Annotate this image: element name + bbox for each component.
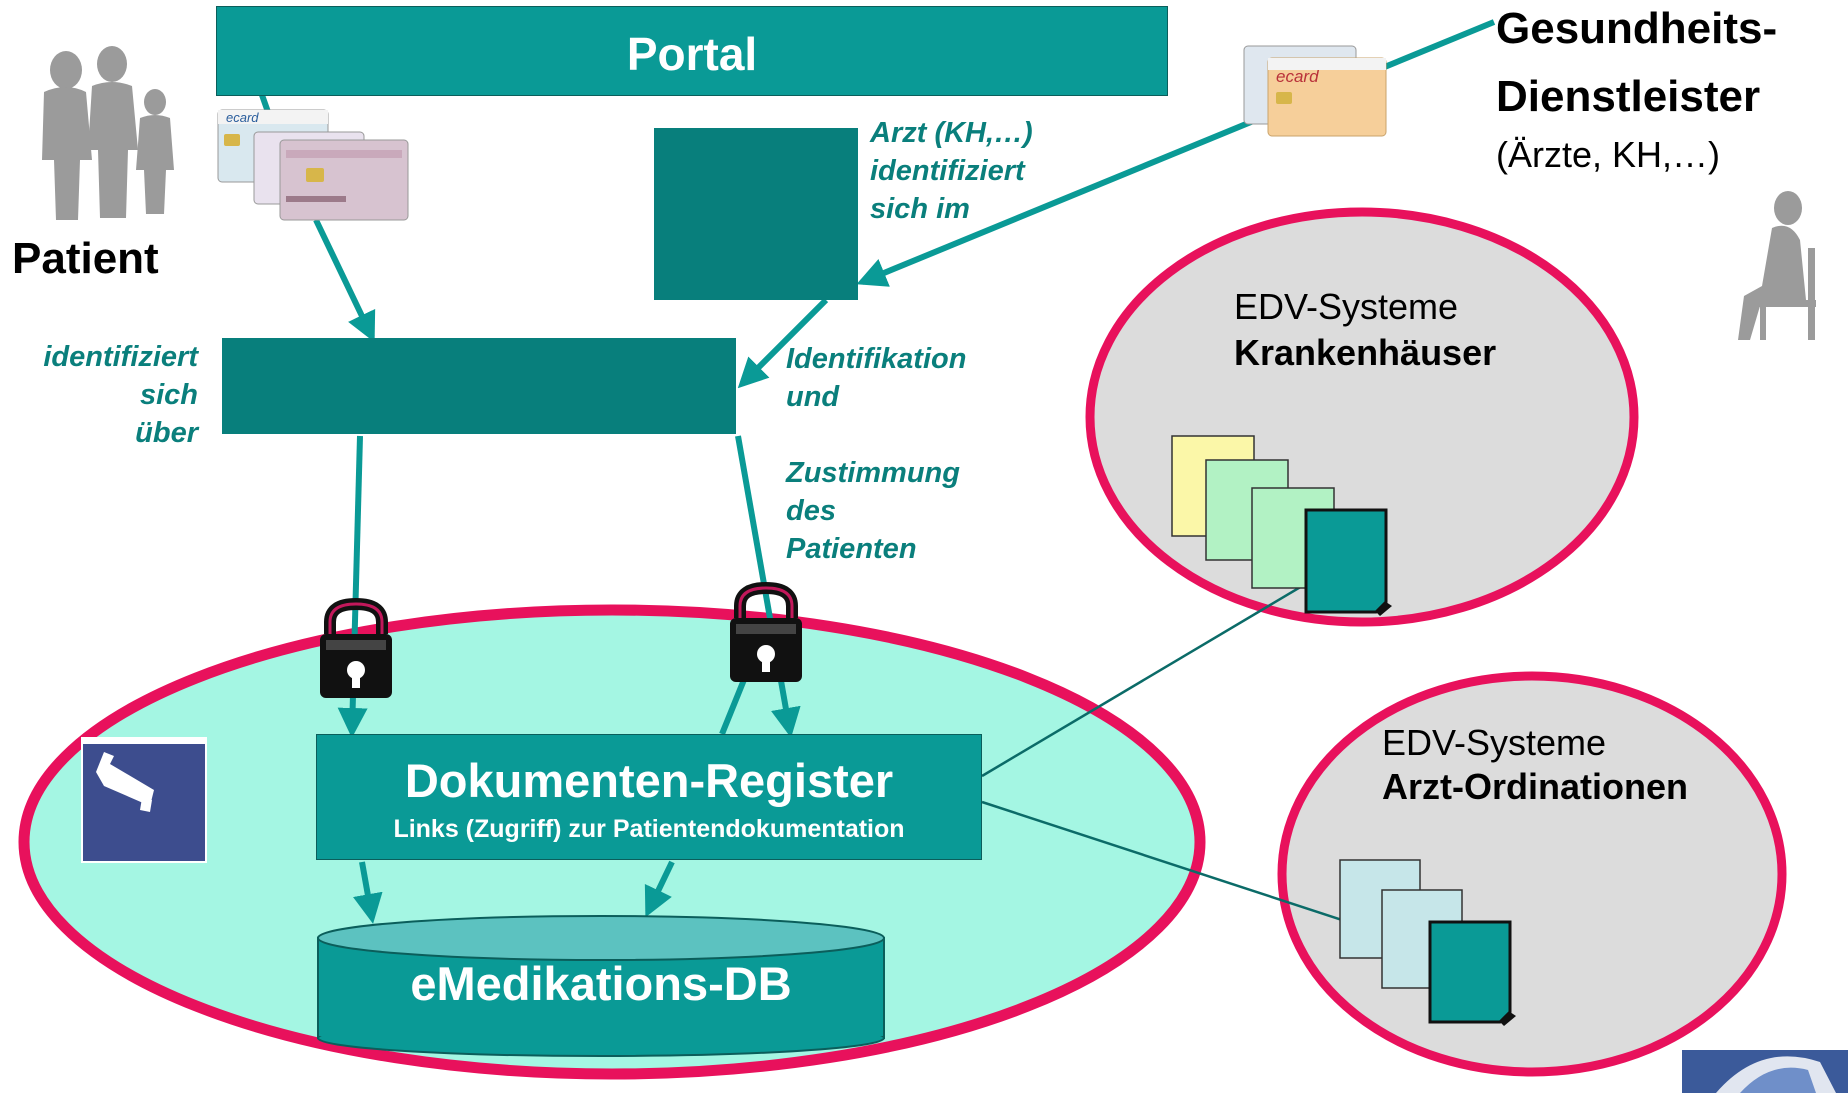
provider-title-line2: Dienstleister [1496, 72, 1761, 121]
family-silhouette-icon [42, 46, 174, 220]
consent-line5: Patienten [786, 533, 917, 565]
svg-text:ecard: ecard [226, 110, 259, 125]
registry-to-db-left-arrow [353, 861, 383, 924]
patient-identification-line2: sich [139, 379, 198, 411]
practice-document-stack [1339, 859, 1463, 989]
ecard-icon: ecard [217, 109, 409, 221]
consent-line3: Zustimmung [786, 457, 960, 489]
doctor-to-consent-arrow [737, 297, 829, 389]
ecard-to-patient-gateway-arrow [313, 218, 376, 343]
patient-identification-line3: über [135, 417, 198, 449]
lock-icon [730, 581, 802, 682]
provider-subtitle: (Ärzte, KH,…) [1496, 134, 1721, 175]
lock-icon [320, 597, 392, 698]
database-label: eMedikations-DB [410, 957, 792, 1010]
registry-to-db-right-arrow [644, 860, 675, 918]
patient-gateway-box [222, 338, 736, 434]
logo-icon [1682, 1050, 1848, 1093]
portal-label: Portal [626, 28, 758, 80]
consent-line2: und [786, 381, 840, 413]
seated-person-icon [1738, 191, 1816, 340]
document-icon [1304, 508, 1392, 616]
svg-text:ecard: ecard [1276, 67, 1319, 86]
hospitals-line2: Krankenhäuser [1234, 332, 1497, 373]
ecard-icon: ecard [1243, 45, 1387, 137]
registry-title: Dokumenten-Register [404, 754, 894, 807]
portal-box: Portal [216, 6, 1168, 96]
portal-to-ecard-line [259, 94, 271, 113]
consent-line4: des [786, 495, 836, 527]
link-to-hospital-document [981, 558, 1349, 778]
patient-identification-label: identifiziert sich über [10, 338, 198, 452]
practices-line1: EDV-Systeme [1382, 722, 1607, 763]
consent-line1: Identifikation [786, 343, 967, 375]
registry-subtitle: Links (Zugriff) zur Patientendokumentati… [393, 815, 905, 843]
doctor-identification-line3: sich im [870, 193, 970, 225]
registry-box: Dokumenten-Register Links (Zugriff) zur … [316, 734, 982, 860]
document-icon [1428, 920, 1516, 1026]
patient-identification-line1: identifiziert [43, 341, 198, 373]
doctor-identification-label: Arzt (KH,…) identifiziert sich im [870, 114, 1033, 228]
camera-icon [81, 737, 207, 863]
doctor-identification-line2: identifiziert [870, 155, 1025, 187]
database-cylinder [317, 915, 885, 1057]
provider-to-doctor-gateway-arrow [856, 19, 1496, 287]
consent-label: Identifikation und Zustimmung des Patien… [786, 340, 966, 568]
doctor-identification-line1: Arzt (KH,…) [870, 117, 1033, 149]
practices-line2: Arzt-Ordinationen [1382, 766, 1688, 807]
provider-title-line1: Gesundheits- [1496, 4, 1778, 53]
doctor-gateway-box [654, 128, 858, 300]
patient-label: Patient [12, 234, 159, 283]
hospitals-line1: EDV-Systeme [1234, 286, 1459, 327]
